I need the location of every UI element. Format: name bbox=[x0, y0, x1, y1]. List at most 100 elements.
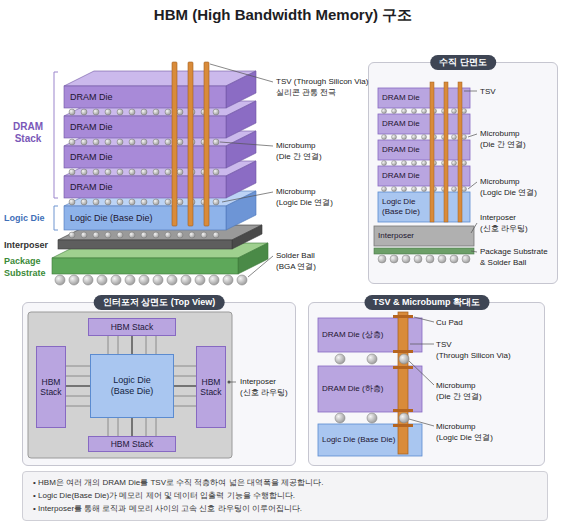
microbump bbox=[382, 187, 467, 192]
die-layer: DRAM Die (상층) bbox=[318, 318, 396, 352]
microbump bbox=[117, 109, 123, 115]
dram-die-slab bbox=[64, 86, 226, 108]
microbump bbox=[177, 199, 183, 205]
interposer-slab bbox=[58, 240, 232, 249]
microbump bbox=[93, 139, 99, 145]
microbump bbox=[141, 109, 147, 115]
leader-line bbox=[464, 91, 477, 92]
die-layer: DRAM Die bbox=[378, 114, 428, 134]
leader-line bbox=[210, 64, 273, 277]
microbump bbox=[422, 109, 427, 114]
microbump bbox=[129, 109, 135, 115]
callout-label: Microbump bbox=[436, 421, 476, 432]
microbump bbox=[422, 187, 427, 192]
microbump bbox=[69, 199, 219, 205]
routing-wire-bundle bbox=[66, 336, 196, 436]
tsv-rod bbox=[430, 82, 462, 222]
microbump bbox=[105, 109, 111, 115]
microbump bbox=[165, 109, 171, 115]
package-substrate bbox=[238, 243, 268, 274]
leader-line bbox=[468, 182, 477, 189]
microbump bbox=[69, 232, 75, 238]
microbump bbox=[392, 161, 397, 166]
callout-label: Solder Ball bbox=[276, 250, 315, 261]
note-line: • HBM은 여러 개의 DRAM Die를 TSV로 수직 적층하여 넓은 대… bbox=[33, 476, 537, 489]
die-layer: Logic Die (Base Die) bbox=[378, 192, 428, 222]
die-layer: DRAM Die bbox=[64, 86, 168, 111]
group-label: Logic Die bbox=[4, 212, 45, 224]
leader-line bbox=[468, 134, 477, 137]
callout-label: (Die 간 연결) bbox=[436, 391, 482, 402]
leader-line bbox=[409, 361, 434, 385]
logic-die-slab bbox=[64, 206, 226, 230]
microbump bbox=[335, 354, 345, 364]
leader-line bbox=[228, 381, 237, 384]
microbump bbox=[382, 109, 467, 114]
microbump bbox=[392, 187, 397, 192]
callout-label: Package Substrate bbox=[480, 246, 548, 257]
microbump bbox=[105, 139, 111, 145]
microbump bbox=[177, 169, 183, 175]
tsv-rod bbox=[172, 62, 209, 226]
bracket bbox=[54, 206, 58, 230]
microbump bbox=[412, 187, 417, 192]
microbump bbox=[153, 199, 159, 205]
die-label: Logic Die (Base Die) bbox=[64, 206, 168, 230]
callout-label: Interposer bbox=[480, 212, 516, 223]
solder-ball bbox=[390, 255, 398, 263]
connector-layer bbox=[66, 336, 196, 436]
cu-pad bbox=[393, 366, 413, 369]
box-label: HBM Stack bbox=[111, 322, 154, 332]
microbump bbox=[69, 169, 219, 175]
microbump bbox=[213, 199, 219, 205]
microbump bbox=[165, 169, 171, 175]
microbump bbox=[141, 199, 147, 205]
microbump bbox=[105, 232, 111, 238]
die-layer: DRAM Die bbox=[378, 166, 428, 186]
die-layer: DRAM Die bbox=[378, 140, 428, 160]
solder-ball bbox=[378, 255, 386, 263]
microbump bbox=[177, 139, 183, 145]
microbump bbox=[165, 139, 171, 145]
die-label: DRAM Die bbox=[378, 171, 420, 181]
solder-ball bbox=[378, 255, 470, 263]
dram-die-slab bbox=[64, 146, 226, 168]
microbump bbox=[177, 232, 183, 238]
hbm-stack-box: HBM Stack bbox=[88, 318, 176, 336]
logic-die-slab bbox=[226, 191, 256, 230]
solder-ball bbox=[237, 275, 247, 285]
tsv-rod bbox=[444, 82, 448, 222]
leader-line bbox=[248, 256, 273, 277]
dram-die-section bbox=[378, 166, 470, 186]
microbump bbox=[69, 139, 75, 145]
die-label: DRAM Die bbox=[64, 176, 168, 198]
callout-label: (Through Silicon Via) bbox=[436, 350, 511, 361]
view-panel: TSV & Microbump 확대도DRAM Die (상층)DRAM Die… bbox=[308, 302, 545, 466]
panel-heading: 인터포저 상면도 (Top View) bbox=[94, 295, 225, 310]
solder-ball bbox=[125, 275, 135, 285]
microbump bbox=[93, 232, 99, 238]
microbump bbox=[81, 139, 87, 145]
logic-die-box: Logic Die (Base Die) bbox=[90, 354, 174, 418]
microbump bbox=[81, 232, 87, 238]
microbump bbox=[165, 232, 171, 238]
microbump bbox=[399, 354, 409, 364]
microbump bbox=[141, 139, 147, 145]
callout-label: (Die 간 연결) bbox=[480, 139, 526, 150]
microbump bbox=[69, 232, 219, 238]
panel-ground bbox=[22, 62, 558, 466]
notes-box: • HBM은 여러 개의 DRAM Die를 TSV로 수직 적층하여 넓은 대… bbox=[22, 471, 548, 521]
tsv-rod bbox=[398, 312, 408, 454]
microbump bbox=[69, 139, 219, 145]
solder-ball bbox=[402, 255, 410, 263]
leader-line bbox=[409, 419, 434, 426]
group-label: Package Substrate bbox=[4, 255, 50, 279]
microbump bbox=[81, 109, 87, 115]
microbump bbox=[402, 161, 407, 166]
leader-line bbox=[409, 317, 434, 426]
cu-pad bbox=[393, 350, 413, 353]
substrate-section bbox=[374, 248, 474, 254]
microbump bbox=[81, 199, 87, 205]
leader-line bbox=[471, 251, 477, 252]
solder-ball bbox=[181, 275, 191, 285]
